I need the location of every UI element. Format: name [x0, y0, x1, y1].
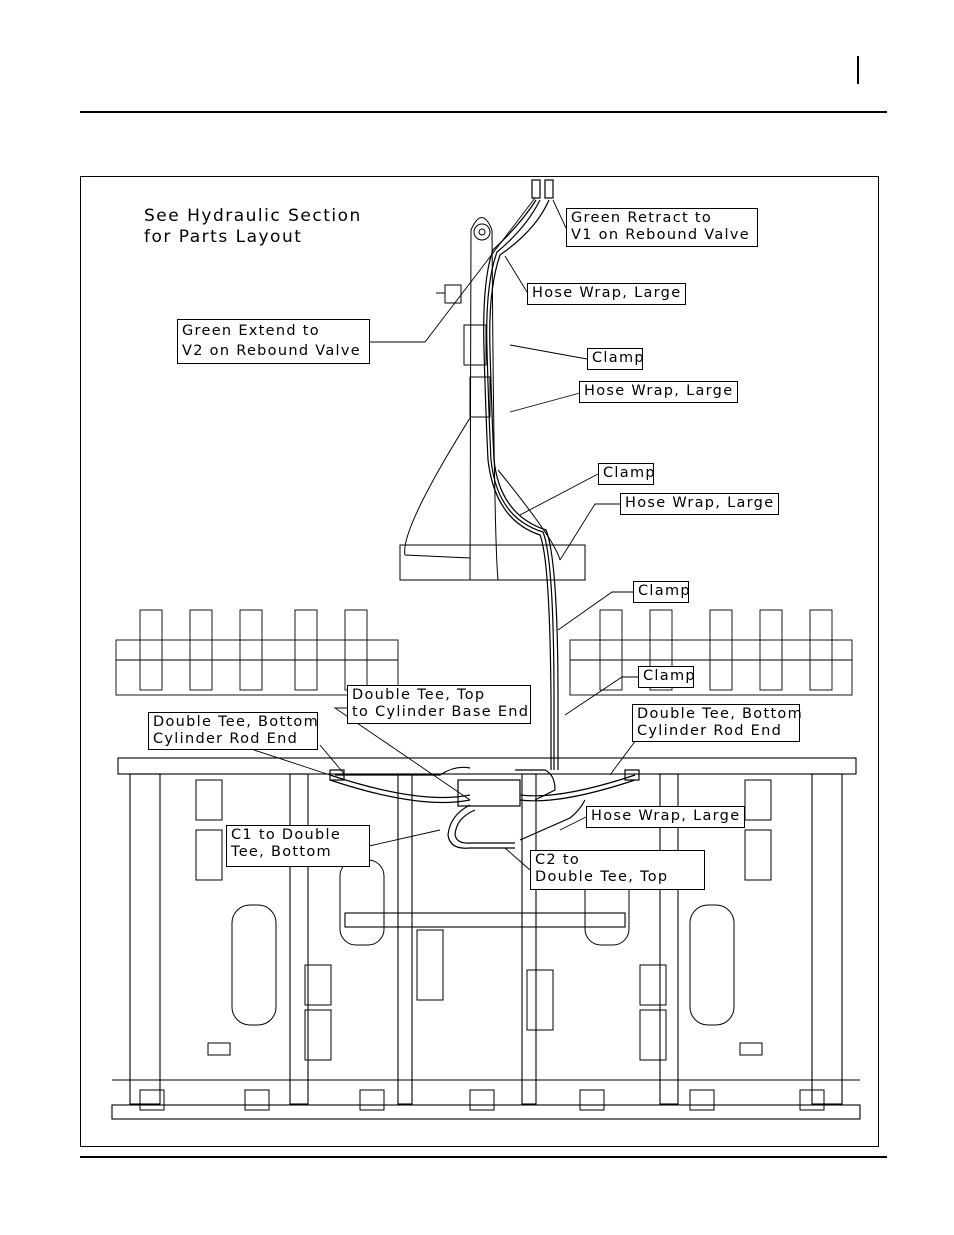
callout-line: Tee, Bottom: [231, 844, 332, 860]
callout-line: Clamp: [643, 668, 696, 684]
callout-line: Double Tee, Top: [535, 869, 669, 885]
callout-line: Double Tee, Bottom: [637, 706, 804, 722]
callout-line: Green Extend to: [182, 323, 320, 339]
callout-c2: C2 to Double Tee, Top: [530, 850, 705, 890]
callout-line: Cylinder Rod End: [637, 723, 783, 739]
callout-line: Clamp: [638, 583, 691, 599]
callout-line: to Cylinder Base End: [352, 704, 530, 720]
callout-line: Cylinder Rod End: [153, 731, 299, 747]
callout-line: Hose Wrap, Large: [532, 285, 682, 301]
callout-green-extend: Green Extend to V2 on Rebound Valve: [177, 319, 370, 364]
callout-hose-wrap-3: Hose Wrap, Large: [620, 493, 779, 515]
header-tick: [857, 56, 859, 84]
callout-clamp-2: Clamp: [598, 463, 656, 485]
figure-frame: [80, 176, 879, 1147]
callout-line: Clamp: [603, 465, 656, 481]
callout-line: Hose Wrap, Large: [625, 495, 775, 511]
callout-double-tee-bottom-right: Double Tee, Bottom Cylinder Rod End: [632, 704, 804, 742]
callout-clamp-3: Clamp: [633, 581, 691, 603]
callout-c1: C1 to Double Tee, Bottom: [226, 825, 370, 867]
callout-hose-wrap-4: Hose Wrap, Large: [586, 806, 745, 828]
main-frame: [111, 757, 861, 1120]
callout-line: Double Tee, Top: [352, 687, 486, 703]
callout-hose-wrap-1: Hose Wrap, Large: [527, 283, 686, 305]
callout-double-tee-bottom-left: Double Tee, Bottom Cylinder Rod End: [148, 712, 318, 750]
callout-line: V2 on Rebound Valve: [182, 343, 361, 359]
callout-line: C1 to Double: [231, 827, 342, 843]
callout-clamp-1: Clamp: [587, 348, 645, 370]
leader-lines: [247, 197, 638, 871]
spring-shanks: [195, 779, 772, 1061]
callout-line: Green Retract to: [571, 210, 713, 226]
callout-line: V1 on Rebound Valve: [571, 227, 750, 243]
footer-rule: [80, 1156, 887, 1158]
callout-line: Double Tee, Bottom: [153, 714, 320, 730]
callout-green-retract: Green Retract to V1 on Rebound Valve: [566, 208, 758, 247]
callout-hose-wrap-2: Hose Wrap, Large: [579, 381, 738, 403]
callout-line: Hose Wrap, Large: [584, 383, 734, 399]
callout-clamp-4: Clamp: [638, 666, 696, 688]
header-rule: [80, 111, 887, 113]
callout-line: C2 to: [535, 852, 581, 868]
rear-brackets: [139, 1042, 825, 1111]
hitch-tongue: [399, 217, 586, 581]
note-line-2: for Parts Layout: [144, 227, 303, 247]
callout-line: Hose Wrap, Large: [591, 808, 741, 824]
callout-double-tee-top: Double Tee, Top to Cylinder Base End: [347, 685, 531, 724]
note-line-1: See Hydraulic Section: [144, 206, 362, 226]
disc-gangs: [115, 609, 853, 696]
hydraulic-section-note: See Hydraulic Section for Parts Layout: [144, 206, 362, 248]
hydraulic-hoses: [329, 179, 640, 849]
callout-line: Clamp: [592, 350, 645, 366]
